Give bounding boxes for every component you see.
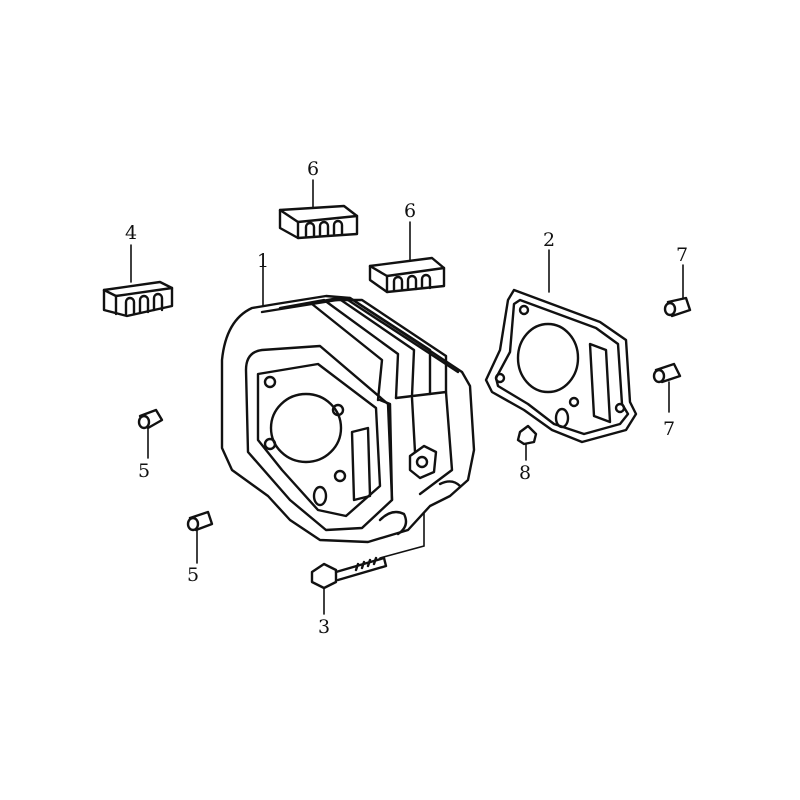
callout-5-upper: 5: [138, 460, 151, 482]
callout-6-upper: 6: [307, 158, 320, 180]
part-7-dowel-pin-lower: [652, 362, 682, 384]
part-2-gasket: [484, 288, 638, 444]
callout-5-lower: 5: [187, 564, 200, 586]
part-7-dowel-pin-upper: [663, 296, 692, 318]
part-5-dowel-pin-lower: [186, 510, 214, 532]
callout-8: 8: [519, 462, 532, 484]
callout-3: 3: [318, 616, 331, 638]
callout-7-lower: 7: [663, 418, 676, 440]
part-6-insulator-upper: [278, 204, 359, 240]
part-4-rubber-block: [102, 280, 174, 318]
part-3-bolt: [310, 556, 388, 590]
callout-2: 2: [543, 229, 556, 251]
part-8-o-ring: [516, 424, 538, 446]
callout-1: 1: [257, 250, 270, 272]
callout-6-lower: 6: [404, 200, 417, 222]
part-6-insulator-lower: [368, 256, 446, 294]
part-1-cylinder: [220, 294, 476, 544]
callout-7-upper: 7: [676, 244, 689, 266]
callout-4: 4: [125, 222, 138, 244]
part-5-dowel-pin-upper: [137, 408, 164, 430]
